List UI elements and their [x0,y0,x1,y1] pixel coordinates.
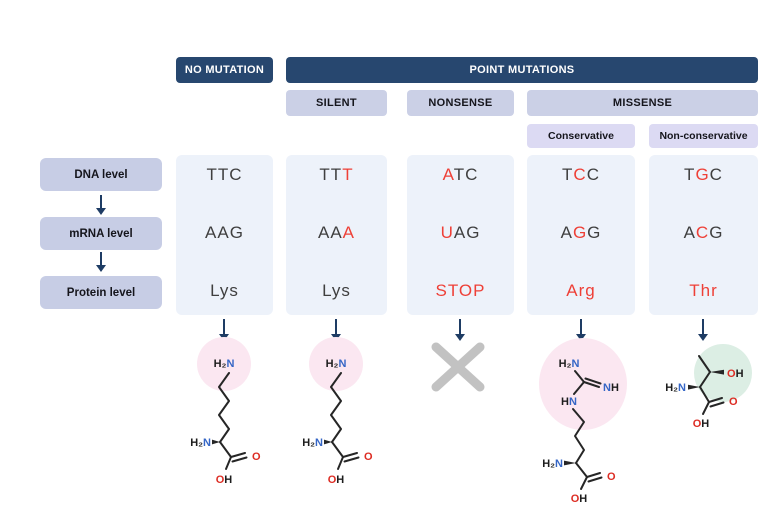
alpha-amine-label: H₂N [665,382,686,394]
mrna-codon: AAA [317,223,356,242]
dna-codon: TCC [562,165,600,184]
lysine-structure: H₂N H₂N O OH [302,337,373,486]
mrna-codon: AGG [560,223,602,242]
row-label-dna-level: DNA level [40,158,162,191]
wedge-bond [688,384,700,390]
dna-codon: TTT [319,165,354,184]
alpha-amine-label: H₂N [190,437,211,449]
header-point-mutations: POINT MUTATIONS [286,57,758,83]
bond [337,456,344,470]
bond [219,441,232,458]
double-bond [230,452,248,463]
column-missense-non-conservative: TGC ACG Thr [649,155,758,315]
carbonyl-oxygen-label: O [607,471,616,483]
dna-codon: TTC [206,165,243,184]
double-bond [708,397,725,408]
header-silent: SILENT [286,90,387,116]
column-missense-conservative: TCC AGG Arg [527,155,635,315]
carbonyl-oxygen-label: O [252,451,261,463]
side-amine-label: H₂N [326,358,347,370]
header-missense: MISSENSE [527,90,758,116]
imine-label: NH [603,382,619,394]
x-mark-icon [431,342,485,392]
bond [699,386,710,403]
wedge-bond [710,369,724,375]
side-hydroxyl-label: OH [727,368,744,380]
alpha-amine-label: H₂N [542,458,563,470]
bond [580,476,588,490]
row-label-mrna-level: mRNA level [40,217,162,250]
bond [702,401,710,415]
row-label-protein-level: Protein level [40,276,162,309]
secondary-amine-label: HN [561,396,577,408]
hydroxyl-label: OH [693,418,710,430]
alpha-amine-label: H₂N [302,437,323,449]
guanidine-amine-label: H₂N [559,358,580,370]
wedge-bond [324,439,332,445]
hydroxyl-label: OH [328,474,345,486]
header-missense-conservative: Conservative [527,124,635,148]
bond [573,381,585,395]
double-bond [342,452,360,463]
arrow-down-icon [95,252,107,272]
bond [225,456,232,470]
mrna-codon: ACG [683,223,724,242]
double-bond [586,472,603,483]
carbonyl-oxygen-label: O [729,396,738,408]
carbon-chain-bond [330,372,342,443]
carbonyl-oxygen-label: O [364,451,373,463]
dna-codon: ATC [442,165,479,184]
column-silent: TTT AAA Lys [286,155,387,315]
column-nonsense: ATC UAG STOP [407,155,514,315]
protein-label: STOP [435,281,486,300]
header-missense-non-conservative: Non-conservative [649,124,758,148]
bond [574,370,585,383]
methyl-bond [698,355,711,373]
header-nonsense: NONSENSE [407,90,514,116]
arrow-down-icon [454,319,466,341]
column-no-mutation: TTC AAG Lys [176,155,273,315]
dna-codon: TGC [684,165,723,184]
lysine-structure: H₂N H₂N O OH [190,337,261,486]
bond [699,371,711,388]
carbon-chain-bond [218,372,230,443]
bond [331,441,344,458]
protein-label: Lys [322,281,351,300]
hydroxyl-label: OH [571,493,588,505]
wedge-bond [212,439,220,445]
header-no-mutation: NO MUTATION [176,57,273,83]
hydroxyl-label: OH [216,474,233,486]
arrow-down-icon [95,195,107,215]
arginine-structure: H₂N NH HN H₂N O OH [539,338,627,505]
pink-highlight-circle [197,337,251,391]
threonine-structure: OH H₂N O OH [665,344,752,430]
wedge-bond [564,460,576,466]
protein-label: Thr [689,281,718,300]
mrna-codon: UAG [440,223,481,242]
mrna-codon: AAG [205,223,244,242]
carbon-chain-bond [572,408,585,464]
arrow-down-icon [697,319,709,341]
arrow-down-icon [575,319,587,341]
bond [575,462,588,478]
pink-highlight-circle [309,337,363,391]
double-bond [583,377,602,388]
protein-label: Arg [566,281,596,300]
side-amine-label: H₂N [214,358,235,370]
protein-label: Lys [210,281,239,300]
